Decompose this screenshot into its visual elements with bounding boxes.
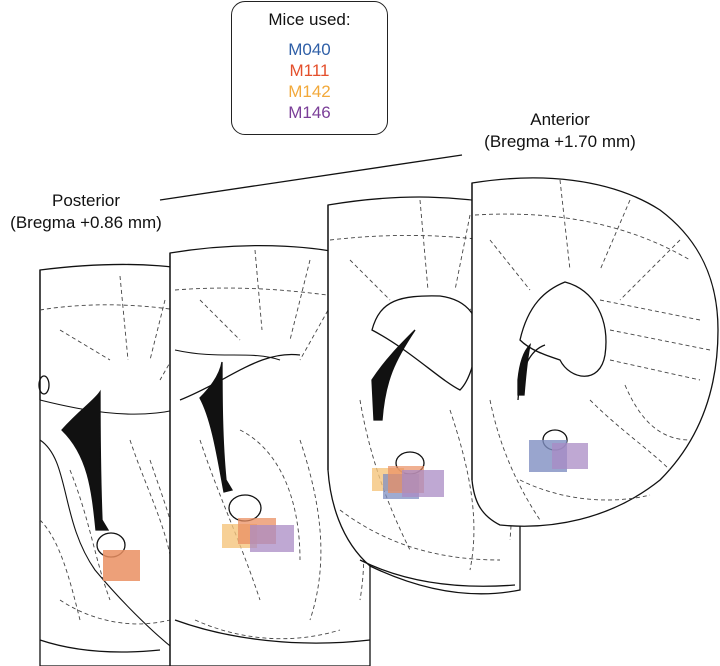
- legend-item-m040: M040: [288, 40, 331, 59]
- site-m111-s1: [103, 550, 140, 581]
- site-m146-s4: [552, 443, 588, 469]
- posterior-label-line1: Posterior: [51, 191, 121, 210]
- site-m146-s2: [250, 525, 294, 552]
- injection-sites: [103, 440, 588, 581]
- anterior-label-line1: Anterior: [530, 110, 590, 129]
- anterior-posterior-line: [159, 154, 463, 201]
- site-m146-s3: [402, 470, 444, 497]
- brain-section-4: [471, 177, 719, 527]
- posterior-label: Posterior (Bregma +0.86 mm): [0, 190, 172, 234]
- legend-item-m142: M142: [288, 82, 331, 101]
- legend-title: Mice used:: [268, 10, 351, 29]
- anterior-label: Anterior (Bregma +1.70 mm): [470, 109, 650, 153]
- anterior-label-line2: (Bregma +1.70 mm): [484, 132, 636, 151]
- brain-section-2: [169, 245, 371, 666]
- posterior-label-line2: (Bregma +0.86 mm): [10, 213, 162, 232]
- legend-item-m111: M111: [289, 61, 330, 80]
- legend-item-m146: M146: [288, 103, 331, 122]
- legend: Mice used: M040 M111 M142 M146: [231, 1, 388, 135]
- legend-list: M040 M111 M142 M146: [232, 39, 387, 123]
